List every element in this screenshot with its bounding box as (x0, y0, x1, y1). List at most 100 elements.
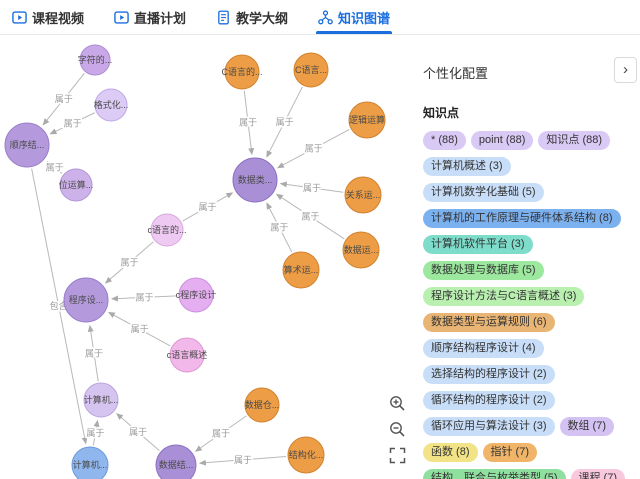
edge-label: 属于 (303, 183, 321, 193)
edge-label: 属于 (212, 429, 230, 439)
knowledge-tag[interactable]: 计算机数学化基础 (5) (423, 183, 544, 202)
edge-label: 属于 (85, 348, 103, 358)
graph-edge (279, 181, 344, 193)
graph-edge (46, 160, 63, 175)
graph-svg[interactable]: 属于属于属于包含属于属于属于属于属于属于属于属于属于属于属于属于属于属于属于 字… (0, 35, 417, 479)
knowledge-tag[interactable]: point (88) (470, 131, 534, 150)
graph-edge (42, 72, 85, 126)
graph-node[interactable] (282, 251, 320, 289)
edge-label: 属于 (64, 118, 82, 128)
knowledge-tag[interactable]: 程序设计方法与C语言概述 (3) (423, 287, 585, 306)
graph-node[interactable] (348, 101, 386, 139)
tab-2[interactable]: 直播计划 (112, 0, 188, 34)
fit-view-button[interactable] (387, 445, 407, 465)
knowledge-tag[interactable]: 数据处理与数据库 (5) (423, 261, 544, 280)
graph-node[interactable] (94, 88, 128, 122)
graph-node[interactable] (4, 122, 50, 168)
tab-bar: 课程视频 直播计划 教学大纲知识图谱 (0, 0, 640, 35)
edge-label: 属于 (121, 257, 139, 267)
graph-node[interactable] (169, 337, 205, 373)
graph-edge (275, 193, 345, 240)
video-play-icon (12, 10, 27, 25)
graph-edge (182, 192, 234, 222)
edge-label: 属于 (276, 117, 294, 127)
document-icon (216, 10, 231, 25)
graph-edge (116, 413, 160, 451)
knowledge-tag[interactable]: 数据类型与运算规则 (6) (423, 313, 555, 332)
tab-4[interactable]: 知识图谱 (316, 0, 393, 34)
tab-label: 直播计划 (134, 10, 187, 26)
graph-edge (110, 295, 178, 302)
knowledge-graph-area: 属于属于属于包含属于属于属于属于属于属于属于属于属于属于属于属于属于属于属于 字… (0, 35, 417, 479)
zoom-out-button[interactable] (387, 419, 407, 439)
knowledge-tag[interactable]: 顺序结构程序设计 (4) (423, 339, 544, 358)
graph-edge (194, 415, 247, 452)
panel-header: 个性化配置 (423, 63, 632, 82)
graph-node[interactable] (83, 382, 119, 418)
graph-node[interactable] (293, 52, 329, 88)
edge-label: 属于 (239, 118, 257, 128)
panel-collapse-button[interactable]: › (614, 57, 637, 83)
knowledge-tag[interactable]: 循环应用与算法设计 (3) (423, 417, 555, 436)
nodes-layer: 字符的...格式化...顺序结...位运算...C语言的...C语言...逻辑运… (4, 44, 386, 479)
graph-node[interactable] (244, 387, 280, 423)
knowledge-tag[interactable]: 计算机的工作原理与硬件体系结构 (8) (423, 209, 621, 228)
zoom-in-icon (389, 395, 405, 411)
knowledge-tag[interactable]: 函数 (8) (423, 443, 478, 462)
graph-node[interactable] (342, 231, 380, 269)
graph-node[interactable] (232, 157, 278, 203)
graph-edge (104, 241, 154, 284)
knowledge-tag[interactable]: 知识点 (88) (538, 131, 611, 150)
edge-label: 属于 (129, 427, 147, 437)
knowledge-tag[interactable]: 课程 (7) (570, 469, 625, 479)
graph-edge (107, 311, 171, 347)
knowledge-tag[interactable]: 计算机软件平台 (3) (423, 235, 533, 254)
main-area: 属于属于属于包含属于属于属于属于属于属于属于属于属于属于属于属于属于属于属于 字… (0, 35, 640, 479)
tab-3[interactable]: 教学大纲 (214, 0, 290, 34)
edges-layer: 属于属于属于包含属于属于属于属于属于属于属于属于属于属于属于属于属于属于属于 (31, 72, 350, 466)
video-play-icon (114, 10, 129, 25)
config-panel: 个性化配置 › 知识点 * (88)point (88)知识点 (88) 计算机概… (417, 35, 640, 479)
edge-label: 属于 (131, 324, 149, 334)
graph-edge (87, 324, 99, 382)
graph-node[interactable] (178, 277, 214, 313)
edge-label: 属于 (199, 202, 217, 212)
graph-icon (318, 9, 333, 25)
knowledge-tag[interactable]: 循环结构的程序设计 (2) (423, 391, 555, 410)
graph-node[interactable] (63, 277, 109, 323)
graph-edge (266, 86, 303, 158)
knowledge-tag[interactable]: 数组 (7) (559, 417, 614, 436)
edge-label: 属于 (55, 94, 73, 104)
knowledge-tag[interactable]: * (88) (423, 131, 466, 150)
graph-node[interactable] (224, 54, 260, 90)
graph-edge (49, 112, 95, 135)
graph-node[interactable] (79, 44, 111, 76)
graph-edge (92, 419, 100, 446)
edge-label: 属于 (135, 292, 153, 302)
edge-label: 属于 (86, 428, 104, 438)
knowledge-points-title: 知识点 (423, 106, 460, 120)
knowledge-tag[interactable]: 计算机概述 (3) (423, 157, 511, 176)
zoom-controls (387, 393, 407, 465)
fit-view-icon (389, 447, 405, 463)
zoom-in-button[interactable] (387, 393, 407, 413)
graph-node[interactable] (71, 446, 109, 479)
tab-1[interactable]: 课程视频 (10, 0, 86, 34)
graph-edge (31, 168, 88, 445)
panel-title: 个性化配置 (423, 66, 489, 81)
graph-edge (243, 90, 255, 156)
graph-node[interactable] (155, 444, 197, 479)
graph-edge (266, 202, 293, 253)
knowledge-tag[interactable]: 结构、联合与枚举类型 (5) (423, 469, 566, 479)
graph-node[interactable] (150, 213, 184, 247)
knowledge-tag[interactable]: 指针 (7) (482, 443, 537, 462)
tab-label: 课程视频 (32, 10, 85, 26)
knowledge-tag[interactable]: 选择结构的程序设计 (2) (423, 365, 555, 384)
graph-node[interactable] (287, 436, 325, 474)
edge-label: 属于 (305, 144, 323, 154)
tag-list: * (88)point (88)知识点 (88) 计算机概述 (3) 计算机数学化基… (423, 131, 631, 479)
graph-node[interactable] (59, 168, 93, 202)
graph-node[interactable] (344, 176, 382, 214)
edge-label: 属于 (270, 223, 288, 233)
